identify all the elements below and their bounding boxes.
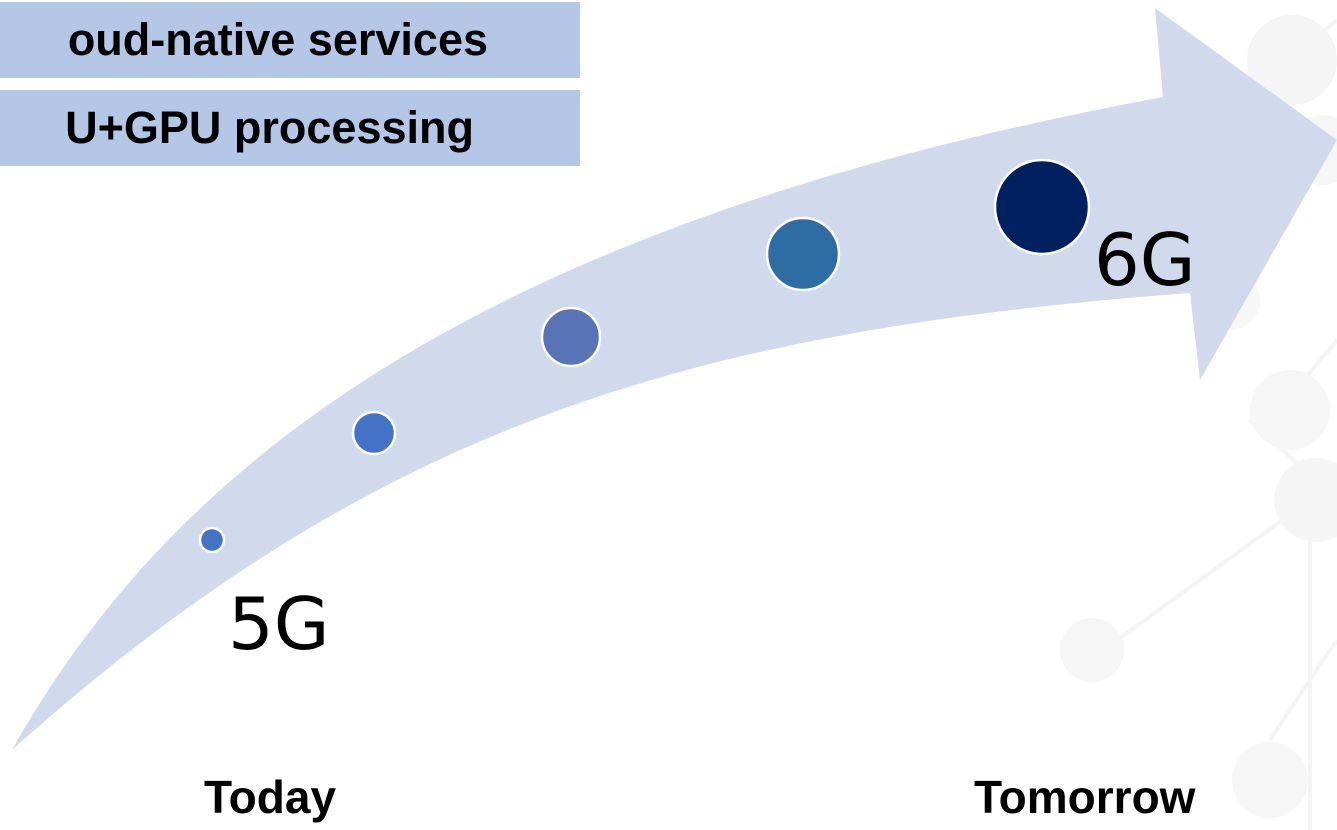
generation-5g-label: 5G [228, 582, 330, 666]
today-label: Today [204, 771, 337, 823]
milestone-dot-2 [351, 410, 397, 456]
milestone-dot-1 [198, 526, 226, 554]
cpu-gpu-processing-label: U+GPU processing [65, 102, 474, 153]
cloud-native-services-label: oud-native services [67, 14, 488, 65]
milestone-dot-3 [540, 306, 602, 368]
tomorrow-label: Tomorrow [974, 771, 1196, 823]
cpu-gpu-processing-box: U+GPU processing [0, 90, 580, 166]
milestone-dot-4 [765, 216, 841, 292]
milestone-dot-5 [993, 158, 1091, 256]
generation-6g-label: 6G [1094, 218, 1196, 302]
cloud-native-services-box: oud-native services [0, 2, 580, 78]
